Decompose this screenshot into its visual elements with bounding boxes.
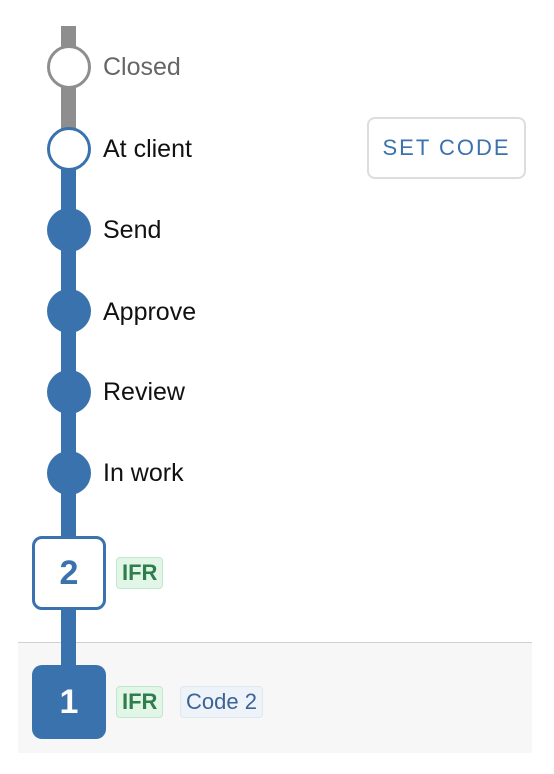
step-in-work-label: In work: [103, 459, 184, 487]
step-review-label: Review: [103, 378, 185, 406]
step-approve-node-icon: [47, 289, 91, 333]
step-at-client-node-icon: [47, 127, 91, 171]
step-closed-node-icon: [47, 45, 91, 89]
revision-2-marker[interactable]: 2: [32, 536, 106, 610]
revision-2-status-badge: IFR: [116, 557, 164, 589]
revision-1-marker[interactable]: 1: [32, 665, 106, 739]
revision-1-status-badge: IFR: [116, 686, 164, 718]
step-send-label: Send: [103, 216, 162, 244]
step-approve-label: Approve: [103, 298, 197, 326]
step-in-work-node-icon: [47, 451, 91, 495]
step-review-node-icon: [47, 370, 91, 414]
step-closed-label: Closed: [103, 53, 181, 81]
set-code-button[interactable]: SET CODE: [367, 117, 526, 179]
step-at-client-label: At client: [103, 135, 192, 163]
revision-1-code-badge: Code 2: [180, 686, 263, 718]
revision-divider: [18, 642, 532, 643]
step-send-node-icon: [47, 208, 91, 252]
